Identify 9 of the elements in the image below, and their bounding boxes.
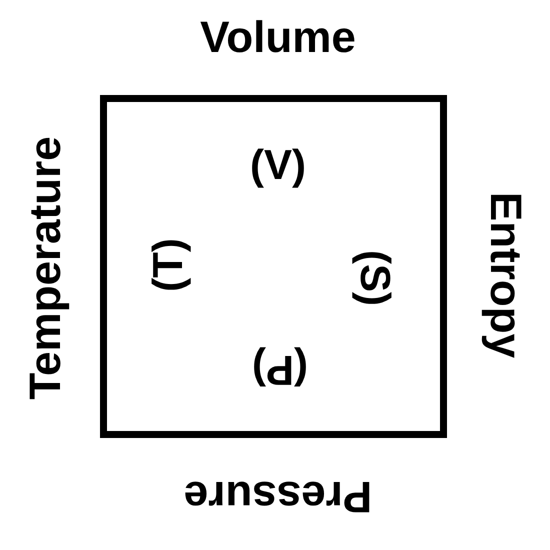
- side-label: Entropy: [483, 192, 527, 358]
- side-label: Pressure: [184, 474, 372, 518]
- square-frame: [100, 95, 447, 438]
- variable-symbol: (V): [250, 144, 306, 186]
- variable-symbol: (T): [147, 238, 189, 292]
- variable-symbol: (S): [354, 250, 396, 306]
- variable-symbol: (P): [252, 349, 308, 391]
- side-label: Volume: [200, 16, 356, 60]
- side-label: Temperature: [24, 136, 68, 400]
